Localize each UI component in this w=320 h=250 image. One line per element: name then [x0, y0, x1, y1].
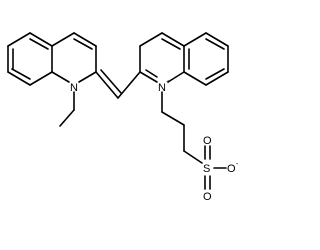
bond	[139, 32, 163, 47]
bond	[183, 150, 203, 164]
oxygen-right-label: O	[227, 163, 236, 175]
propyl-sulfonate-chain	[161, 91, 227, 190]
oxygen-bottom-label: O	[203, 191, 212, 203]
bond	[51, 32, 75, 47]
bond	[183, 32, 207, 47]
bond	[11, 68, 31, 80]
bond	[73, 32, 97, 47]
oxygen-top-label: O	[203, 135, 212, 147]
chemical-structure-diagram: N N + S O O O -	[7, 32, 239, 203]
molecule-canvas: N N + S O O O -	[7, 32, 239, 203]
bond	[7, 71, 31, 86]
bond	[95, 71, 119, 99]
bond	[29, 71, 53, 86]
nitrogen-right-label: N	[158, 82, 166, 94]
bond	[205, 32, 229, 47]
bond	[167, 71, 185, 83]
bond	[29, 38, 49, 50]
bond	[161, 38, 181, 50]
bond	[205, 68, 225, 80]
bond	[205, 71, 229, 86]
left-quinoline-ring	[7, 32, 97, 127]
bond	[73, 38, 93, 50]
bond	[161, 111, 185, 126]
bond	[145, 69, 158, 78]
bond	[183, 71, 207, 86]
bond	[139, 71, 158, 83]
nitrogen-right-charge: +	[166, 79, 170, 86]
oxygen-right-charge: -	[236, 161, 239, 168]
methine-bridge	[95, 69, 141, 99]
bond	[205, 38, 225, 50]
bond	[78, 71, 97, 83]
bond	[59, 109, 75, 127]
bond	[117, 71, 141, 99]
bond	[51, 71, 70, 83]
bond	[100, 69, 122, 94]
right-quinolinium-ring	[139, 32, 229, 86]
nitrogen-left-label: N	[70, 82, 78, 94]
bond	[29, 32, 53, 47]
bond	[161, 32, 185, 47]
sulfur-label: S	[203, 163, 210, 175]
bond	[7, 32, 31, 47]
